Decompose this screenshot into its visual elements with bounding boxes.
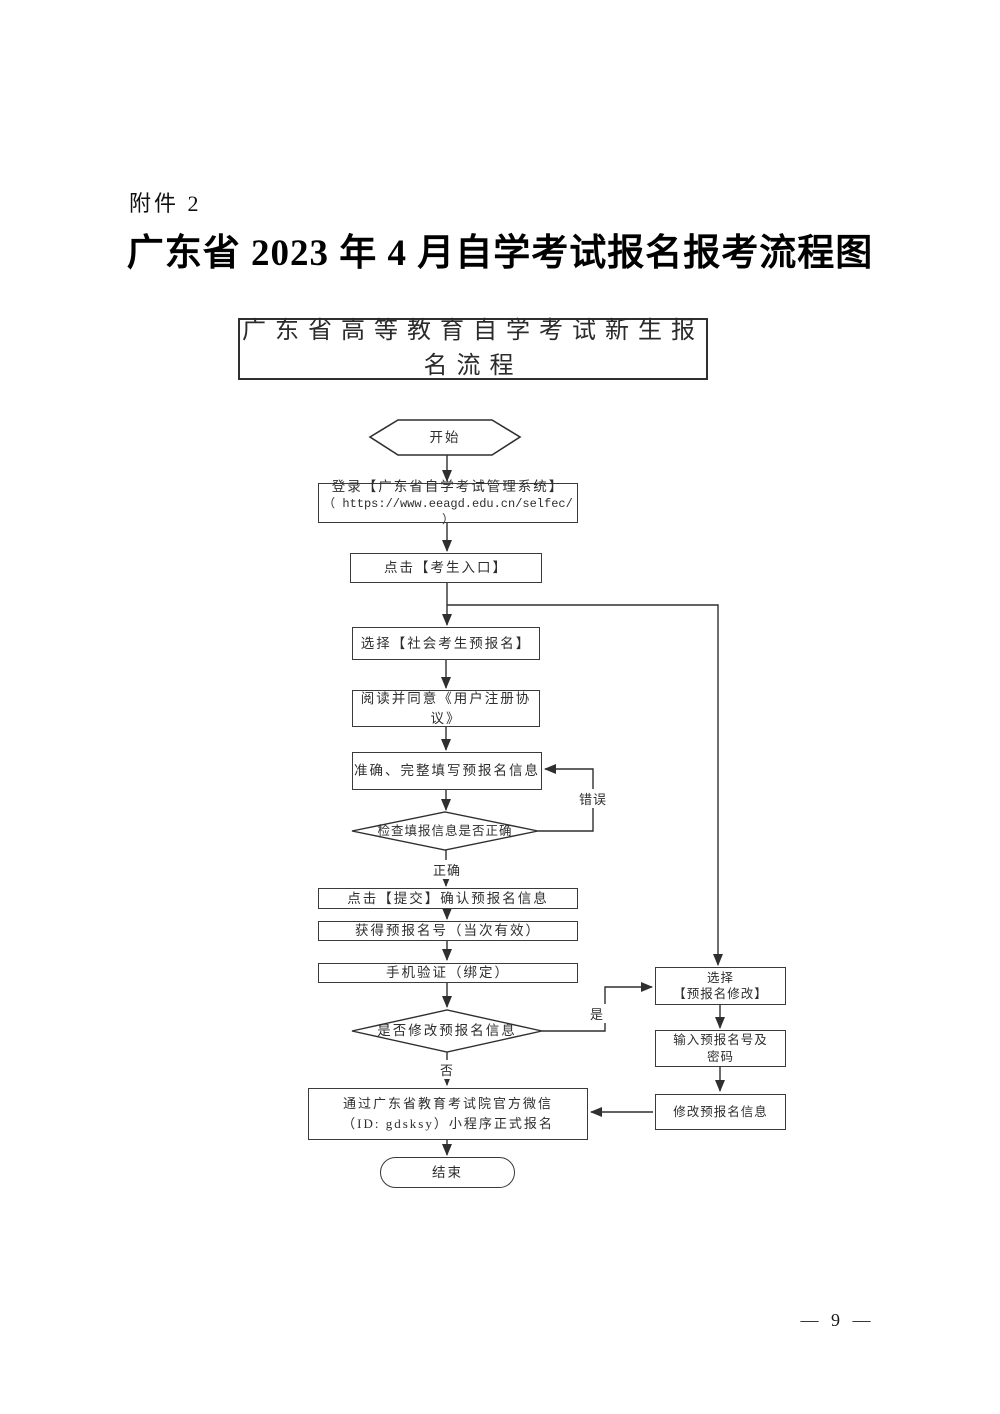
- node-select-preregistration: 选择【社会考生预报名】: [352, 627, 540, 660]
- node-input-number-line1: 输入预报名号及: [673, 1033, 768, 1048]
- node-wechat-line1: 通过广东省教育考试院官方微信: [342, 1095, 553, 1111]
- node-select-modify: 选择 【预报名修改】: [655, 967, 786, 1005]
- node-click-entrance: 点击【考生入口】: [350, 553, 542, 583]
- node-select-modify-line2: 【预报名修改】: [673, 987, 768, 1001]
- edge-label-correct: 正确: [426, 860, 468, 879]
- node-input-number-line2: 密码: [706, 1049, 734, 1064]
- page-number: — 9 —: [800, 1310, 875, 1330]
- start-terminator-shape: [368, 419, 522, 456]
- node-login-line1: 登录【广东省自学考试管理系统】: [331, 478, 565, 494]
- flowchart-title: 广东省高等教育自学考试新生报名流程: [238, 318, 708, 380]
- node-input-number: 输入预报名号及 密码: [655, 1030, 786, 1067]
- edge-label-no: 否: [434, 1060, 460, 1079]
- node-select-modify-line1: 选择: [706, 970, 734, 985]
- node-end: 结束: [380, 1157, 515, 1188]
- node-login-url: （ https://www.eeagd.edu.cn/selfec/ ）: [323, 496, 573, 528]
- node-modify-question-decision: 是否修改预报名信息: [377, 1023, 517, 1039]
- attachment-label: 附件 2: [129, 191, 202, 216]
- node-fill-info: 准确、完整填写预报名信息: [352, 752, 542, 790]
- page-title: 广东省 2023 年 4 月自学考试报名报考流程图: [126, 233, 874, 274]
- node-phone-verify: 手机验证（绑定）: [318, 963, 578, 983]
- edge-label-yes: 是: [584, 1004, 610, 1023]
- edge-label-error: 错误: [572, 789, 614, 808]
- node-login-system: 登录【广东省自学考试管理系统】 （ https://www.eeagd.edu.…: [318, 479, 578, 527]
- node-get-number: 获得预报名号（当次有效）: [318, 921, 578, 941]
- node-check-info-decision: 检查填报信息是否正确: [377, 823, 513, 838]
- node-wechat-register: 通过广东省教育考试院官方微信 （ID: gdsksy）小程序正式报名: [308, 1088, 588, 1140]
- edge-click-selectmodify-branch: [447, 604, 723, 966]
- node-start: 开始: [429, 429, 461, 445]
- node-wechat-line2: （ID: gdsksy）小程序正式报名: [342, 1116, 554, 1131]
- node-agree-protocol: 阅读并同意《用户注册协议》: [352, 690, 540, 727]
- node-submit-confirm: 点击【提交】确认预报名信息: [318, 888, 578, 909]
- node-modify-info: 修改预报名信息: [655, 1094, 786, 1130]
